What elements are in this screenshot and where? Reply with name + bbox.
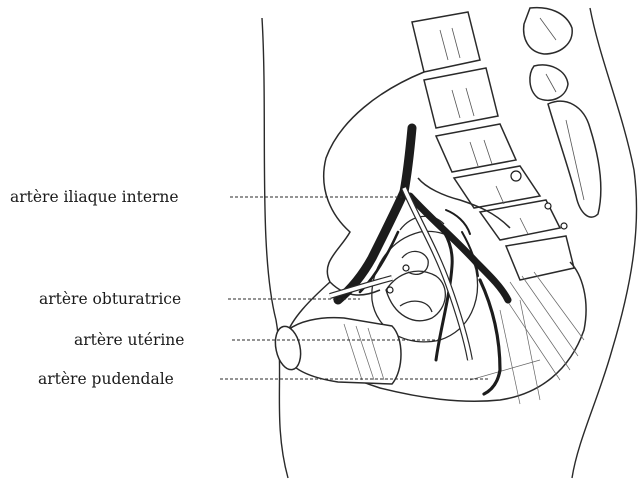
label-internal-iliac-artery: artère iliaque interne: [10, 188, 179, 206]
pubic-region: [272, 318, 401, 384]
common-iliac-artery: [404, 128, 412, 192]
label-uterine-artery: artère utérine: [74, 331, 184, 349]
label-obturator-artery: artère obturatrice: [39, 290, 181, 308]
ligament-hatching: [470, 272, 584, 404]
label-pudendal-artery: artère pudendale: [38, 370, 174, 388]
pudendal-branch: [480, 280, 500, 394]
spine-vertebrae: [412, 8, 601, 280]
